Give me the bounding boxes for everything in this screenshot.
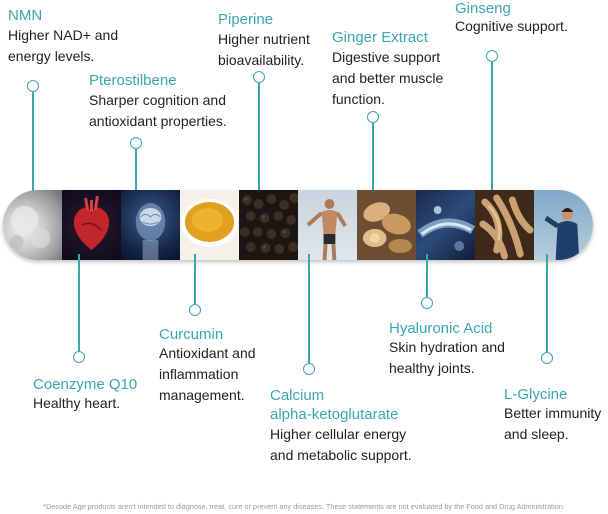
calcium-akg-marker-dot [303,363,315,375]
l-glycine-connector-line [546,254,548,352]
hyaluronic-acid-title: Hyaluronic Acid [389,320,493,337]
runner-woman-image [534,190,593,260]
nmn-marker-dot [27,80,39,92]
nmn-connector-line [32,92,34,196]
ginger-extract-title: Ginger Extract [332,29,428,46]
curcumin-connector-line [194,254,196,304]
serum-dropper-image [416,190,475,260]
coenzyme-q10-marker-dot [73,351,85,363]
white-powder-image [3,190,62,260]
pterostilbene-connector-line [135,149,137,196]
brain-image [121,190,180,260]
disclaimer-footnote: *Decode Age products aren't intended to … [43,502,565,511]
l-glycine-marker-dot [541,352,553,364]
hyaluronic-acid-marker-dot [421,297,433,309]
pterostilbene-title: Pterostilbene [89,72,177,89]
ginger-extract-connector-line [372,123,374,196]
turmeric-powder-image [180,190,239,260]
coenzyme-q10-connector-line [78,254,80,351]
pterostilbene-marker-dot [130,137,142,149]
l-glycine-title: L-Glycine [504,386,568,403]
piperine-marker-dot [253,71,265,83]
hyaluronic-acid-connector-line [426,254,428,298]
calcium-akg-connector-line [308,254,310,363]
ginger-extract-marker-dot [367,111,379,123]
ginger-image [357,190,416,260]
piperine-connector-line [258,83,260,196]
ingredient-image-strip [3,190,593,260]
heart-image [62,190,121,260]
piperine-title: Piperine [218,11,274,28]
ginseng-description: Cognitive support. [455,18,568,34]
ginseng-connector-line [491,62,493,196]
curcumin-marker-dot [189,304,201,316]
ginseng-marker-dot [486,50,498,62]
nmn-title: NMN [8,7,43,24]
ginseng-title: Ginseng [455,0,511,17]
calcium-akg-title: Calcium [270,387,325,404]
athlete-image [298,190,357,260]
coenzyme-q10-description: Healthy heart. [33,395,121,411]
calcium-akg-title-line-2: alpha-ketoglutarate [270,406,399,423]
curcumin-title: Curcumin [159,326,224,343]
coenzyme-q10-title: Coenzyme Q10 [33,376,138,393]
ginseng-root-image [475,190,534,260]
black-pepper-image [239,190,298,260]
